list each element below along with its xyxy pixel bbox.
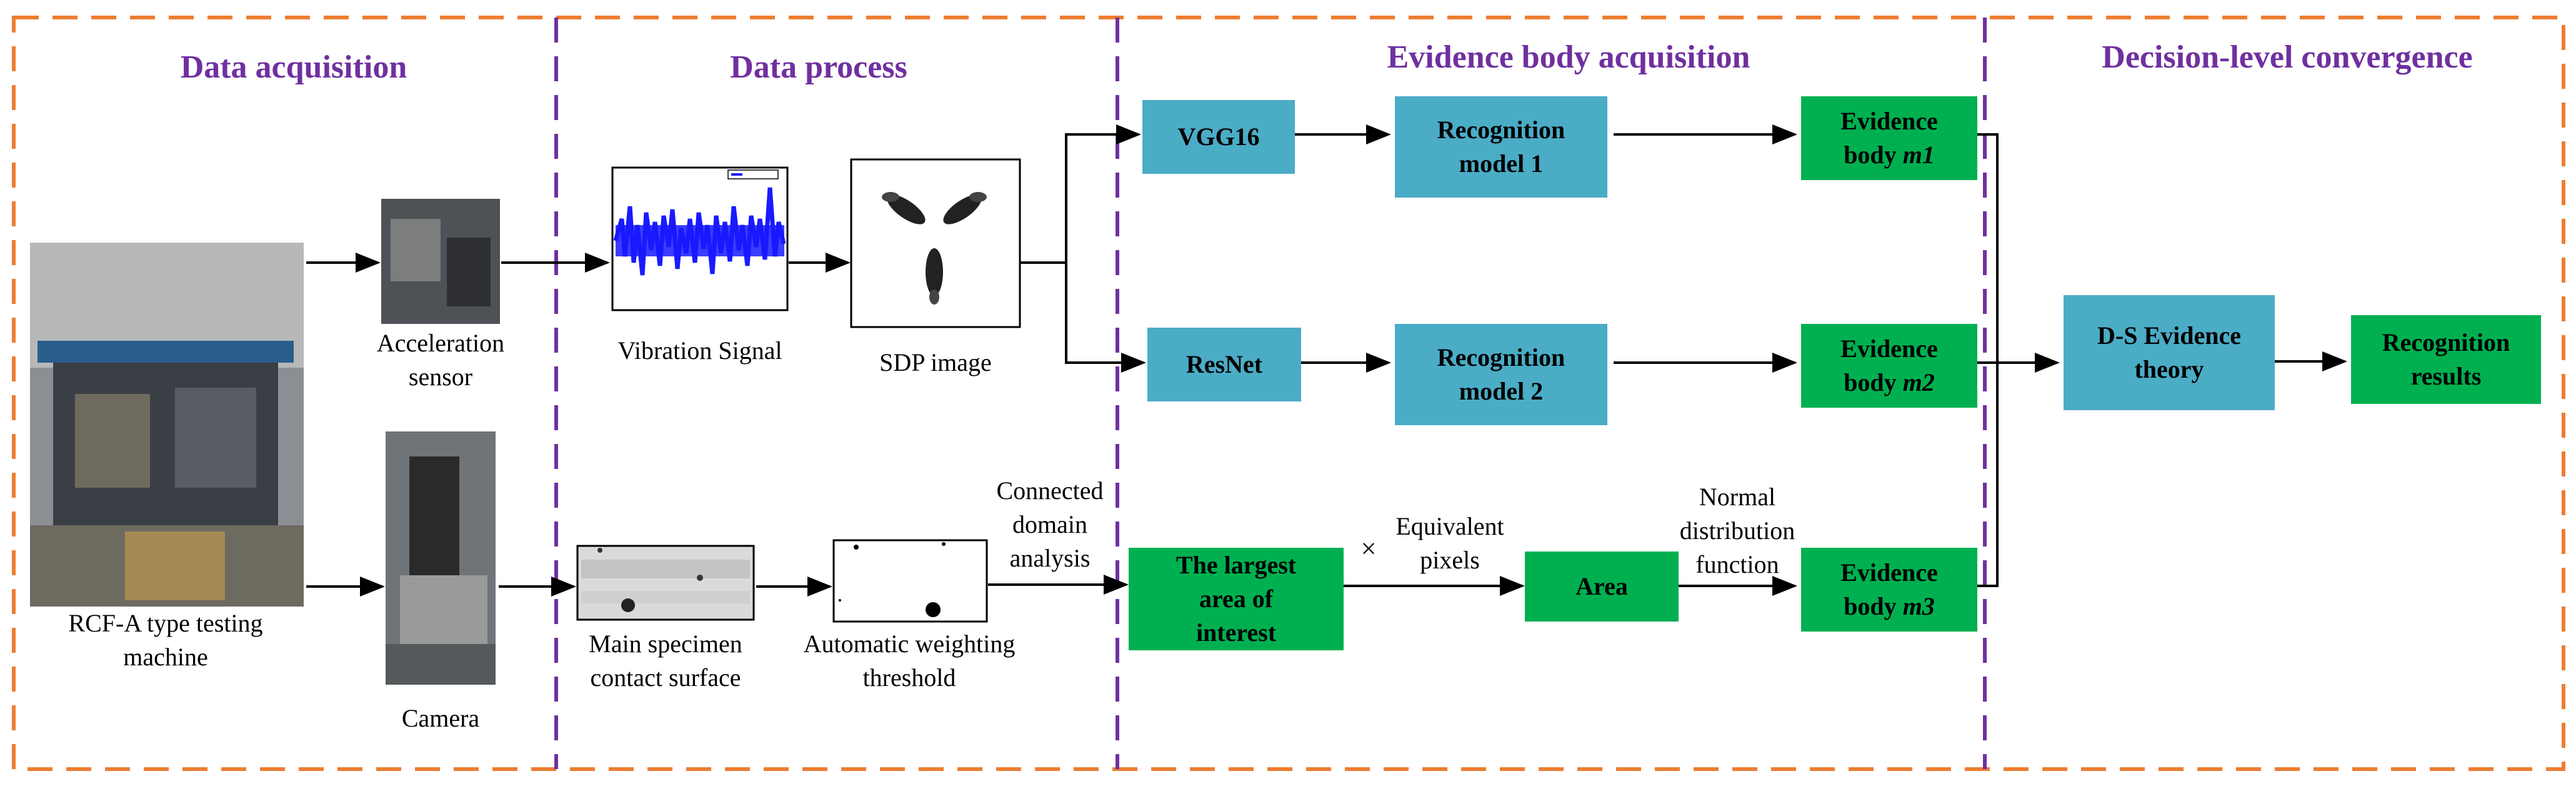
label-connected-domain: Connected domain analysis (996, 476, 1104, 572)
box-largest-area: The largest area of interest (1129, 548, 1344, 650)
acceleration-sensor-photo (381, 199, 500, 324)
camera-photo (386, 431, 496, 685)
specimen-surface-image (576, 545, 755, 621)
evidence-m2-mass: m2 (1902, 368, 1935, 396)
sdp-image (850, 158, 1021, 328)
box-evidence-body-m2: Evidence body m2 (1801, 324, 1977, 408)
evidence-m1-mass: m1 (1902, 141, 1935, 169)
box-ds-evidence-theory: D-S Evidence theory (2064, 295, 2275, 410)
label-vibration-signal: Vibration Signal (617, 336, 782, 365)
label-acceleration-sensor: Acceleration sensor (376, 329, 505, 391)
box-resnet: ResNet (1147, 328, 1301, 401)
box-recognition-model-1: Recognition model 1 (1395, 96, 1607, 198)
evidence-m3-prefix: Evidence body (1840, 558, 1938, 620)
label-sdp-image: SDP image (879, 348, 992, 376)
label-testing-machine: RCF-A type testing machine (68, 609, 263, 671)
evidence-m1-prefix: Evidence body (1840, 107, 1938, 169)
section-title-evidence-body: Evidence body acquisition (1387, 39, 1750, 75)
testing-machine-photo (30, 243, 304, 607)
section-title-data-process: Data process (730, 49, 907, 85)
label-equivalent-pixels: Equivalent pixels (1395, 512, 1504, 574)
threshold-image (832, 539, 988, 623)
evidence-m3-text: Evidence body m3 (1820, 556, 1958, 623)
box-recognition-model-2: Recognition model 2 (1395, 324, 1607, 425)
vgg16-label: VGG16 (1177, 123, 1260, 151)
recognition-model-2-label: Recognition model 2 (1437, 343, 1565, 405)
ds-evidence-label: D-S Evidence theory (2097, 321, 2241, 383)
connector-arrows (306, 124, 2347, 597)
outer-frame (12, 16, 2565, 771)
evidence-m1-text: Evidence body m1 (1820, 104, 1958, 172)
evidence-m2-text: Evidence body m2 (1820, 332, 1958, 400)
area-label: Area (1575, 572, 1628, 600)
recognition-model-1-label: Recognition model 1 (1437, 116, 1565, 178)
resnet-label: ResNet (1186, 350, 1263, 378)
label-specimen-surface: Main specimen contact surface (589, 630, 742, 692)
box-area: Area (1525, 552, 1679, 622)
evidence-m2-prefix: Evidence body (1840, 335, 1938, 396)
box-evidence-body-m3: Evidence body m3 (1801, 548, 1977, 632)
evidence-m3-mass: m3 (1902, 592, 1935, 620)
label-multiply-symbol: × (1360, 533, 1377, 564)
section-title-data-acquisition: Data acquisition (180, 49, 407, 85)
recognition-results-label: Recognition results (2382, 328, 2510, 390)
largest-area-label: The largest area of interest (1176, 551, 1297, 647)
label-threshold: Automatic weighting threshold (803, 630, 1016, 692)
vibration-signal-plot (611, 166, 789, 311)
box-recognition-results: Recognition results (2351, 315, 2541, 404)
label-normal-distribution: Normal distribution function (1679, 483, 1795, 578)
section-title-decision-level: Decision-level convergence (2102, 39, 2473, 75)
box-evidence-body-m1: Evidence body m1 (1801, 96, 1977, 180)
box-vgg16: VGG16 (1142, 100, 1295, 174)
label-camera: Camera (401, 704, 480, 732)
